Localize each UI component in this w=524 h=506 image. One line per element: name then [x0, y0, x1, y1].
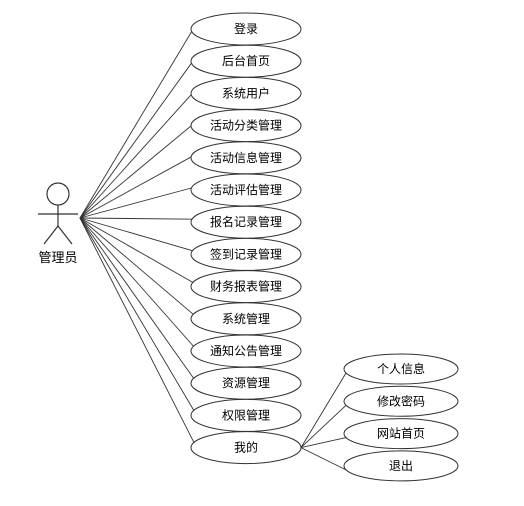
- uc-permission-mgmt[interactable]: 权限管理: [190, 398, 302, 432]
- uc-activity-info-mgmt-label: 活动信息管理: [210, 150, 282, 165]
- uc-system-mgmt[interactable]: 系统管理: [190, 302, 302, 336]
- association-line: [79, 217, 196, 349]
- association-line: [79, 217, 196, 445]
- association-line: [79, 217, 196, 317]
- uc-permission-mgmt-label: 权限管理: [222, 407, 270, 422]
- uc-system-users[interactable]: 系统用户: [190, 76, 302, 110]
- association-line: [79, 154, 196, 219]
- association-line: [79, 186, 196, 219]
- uc-change-password[interactable]: 修改密码: [343, 385, 459, 417]
- uc-system-users-label: 系统用户: [222, 85, 270, 100]
- uc-system-mgmt-label: 系统管理: [222, 311, 270, 326]
- uc-backend-home[interactable]: 后台首页: [190, 44, 302, 78]
- uc-logout-ellipse: [343, 450, 459, 482]
- uc-finance-report-mgmt-label: 财务报表管理: [210, 279, 282, 294]
- uc-checkin-record-mgmt-label: 签到记录管理: [210, 246, 282, 261]
- uc-change-password-label: 修改密码: [377, 393, 425, 408]
- uc-mine-label: 我的: [234, 440, 258, 455]
- uc-activity-info-mgmt[interactable]: 活动信息管理: [190, 141, 302, 175]
- uc-logout[interactable]: 退出: [343, 450, 459, 482]
- association-line: [79, 90, 196, 219]
- uc-activity-eval-mgmt[interactable]: 活动评估管理: [190, 173, 302, 207]
- uc-personal-info[interactable]: 个人信息: [343, 353, 459, 385]
- include-line: [300, 437, 347, 449]
- uc-site-home-ellipse: [343, 418, 459, 450]
- uc-checkin-record-mgmt[interactable]: 签到记录管理: [190, 237, 302, 271]
- uc-signup-record-mgmt[interactable]: 报名记录管理: [190, 205, 302, 239]
- actor-admin: 管理员: [38, 182, 78, 266]
- actor-left-leg: [43, 225, 59, 245]
- uc-signup-record-mgmt-label: 报名记录管理: [210, 214, 282, 229]
- uc-activity-eval-mgmt-label: 活动评估管理: [210, 182, 282, 197]
- association-line: [79, 217, 196, 284]
- uc-mine[interactable]: 我的: [190, 431, 302, 465]
- uc-personal-info-ellipse: [343, 353, 459, 385]
- association-line: [79, 217, 196, 220]
- actor-label: 管理员: [38, 251, 77, 266]
- uc-notice-mgmt[interactable]: 通知公告管理: [190, 334, 302, 368]
- uc-site-home[interactable]: 网站首页: [343, 418, 459, 450]
- uc-activity-category-mgmt[interactable]: 活动分类管理: [190, 109, 302, 143]
- association-line: [79, 217, 196, 381]
- association-line: [79, 25, 196, 219]
- association-lines: [79, 25, 347, 471]
- use-cases: 登录后台首页系统用户活动分类管理活动信息管理活动评估管理报名记录管理签到记录管理…: [190, 12, 302, 465]
- actor-right-leg: [57, 225, 73, 245]
- uc-personal-info-label: 个人信息: [377, 361, 425, 376]
- uc-backend-home-label: 后台首页: [222, 53, 270, 68]
- uc-resource-mgmt-label: 资源管理: [222, 375, 270, 390]
- uc-site-home-label: 网站首页: [377, 427, 425, 441]
- uc-mine-ellipse: [190, 431, 302, 465]
- include-line: [300, 404, 347, 448]
- uc-notice-mgmt-label: 通知公告管理: [210, 343, 282, 358]
- uc-resource-mgmt[interactable]: 资源管理: [190, 366, 302, 400]
- association-line: [79, 217, 196, 413]
- uc-change-password-ellipse: [343, 385, 459, 417]
- association-line: [79, 122, 196, 219]
- uc-finance-report-mgmt[interactable]: 财务报表管理: [190, 270, 302, 304]
- uc-logout-label: 退出: [389, 459, 413, 473]
- association-line: [79, 217, 196, 252]
- uc-activity-category-mgmt-label: 活动分类管理: [210, 118, 282, 133]
- actor-head: [46, 182, 70, 206]
- include-line: [300, 447, 347, 471]
- association-line: [79, 57, 196, 219]
- uc-login-label: 登录: [234, 21, 258, 36]
- include-line: [300, 372, 347, 448]
- uc-login[interactable]: 登录: [190, 12, 302, 46]
